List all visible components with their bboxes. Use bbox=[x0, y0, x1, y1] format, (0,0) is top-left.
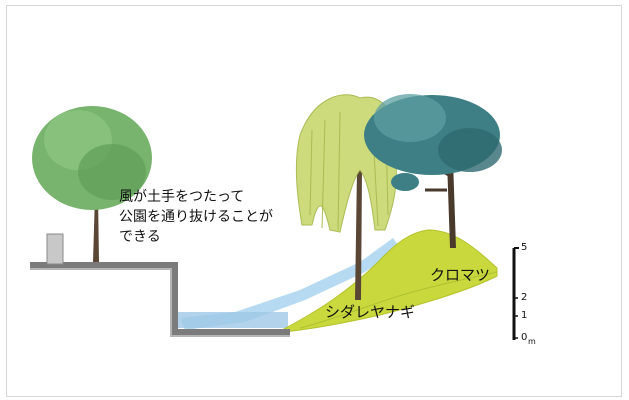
scale-tick-1: 1 bbox=[521, 310, 528, 321]
water-channel bbox=[178, 312, 288, 328]
caption-line-1: 風が土手をつたって bbox=[119, 189, 245, 205]
height-scale bbox=[512, 247, 519, 340]
caption-line-2: 公園を通り抜けることが bbox=[119, 209, 273, 225]
scale-tick-5: 5 bbox=[521, 242, 528, 253]
caption-line-3: できる bbox=[119, 229, 161, 245]
ground-profile bbox=[30, 262, 290, 335]
scale-tick-0: 0 bbox=[521, 332, 528, 343]
scale-unit: m bbox=[528, 337, 536, 346]
grass-bank bbox=[281, 229, 498, 333]
wall-post bbox=[46, 233, 64, 265]
round-tree bbox=[32, 106, 152, 262]
scale-tick-2: 2 bbox=[521, 292, 528, 303]
label-kuromatsu: クロマツ bbox=[430, 266, 491, 284]
label-shidareyanagi: シダレヤナギ bbox=[325, 303, 416, 321]
diagram-frame bbox=[6, 5, 622, 397]
pine-tree bbox=[364, 94, 502, 248]
wind-caption: 風が土手をつたって 公園を通り抜けることが できる bbox=[119, 187, 273, 247]
